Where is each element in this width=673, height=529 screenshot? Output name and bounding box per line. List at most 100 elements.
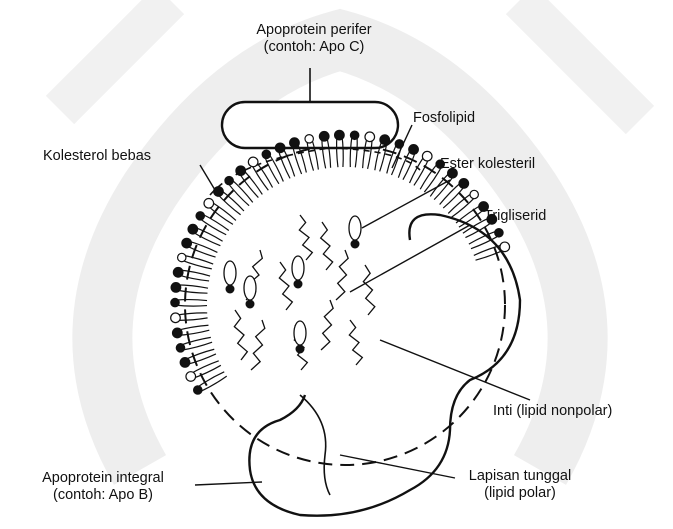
phospholipid-head: [225, 176, 233, 184]
phospholipid-molecule: [171, 298, 207, 306]
phospholipid-head: [495, 229, 503, 237]
phospholipid-head: [248, 157, 258, 167]
phospholipid-head: [196, 212, 204, 220]
phospholipid-molecule: [176, 337, 212, 352]
label-trigliserid: Trigliserid: [484, 208, 546, 225]
apoprotein-integral-inner: [300, 395, 330, 495]
phospholipid-head: [422, 151, 432, 161]
phospholipid-head: [319, 131, 329, 141]
label-apoprotein-perifer-line1: Apoprotein perifer: [214, 22, 414, 39]
sterol-ring: [244, 276, 256, 300]
core-lipid-chain: [321, 222, 333, 270]
phospholipid-head: [194, 386, 202, 394]
phospholipid-tail: [186, 245, 216, 257]
core-lipid-chain: [321, 300, 333, 350]
phospholipid-tail: [175, 305, 207, 306]
phospholipid-head: [186, 372, 196, 382]
phospholipid-molecule: [448, 190, 478, 217]
phospholipid-head: [173, 328, 183, 338]
core-lipid-chain: [299, 215, 312, 260]
sterol-ring: [349, 216, 361, 240]
label-apoprotein-integral-line2: (contoh: Apo B): [8, 487, 198, 504]
phospholipid-molecule: [194, 372, 227, 394]
core-lipid-chain: [234, 310, 247, 360]
phospholipid-tail: [194, 227, 223, 241]
phospholipid-molecule: [204, 198, 236, 224]
phospholipid-tail: [175, 313, 207, 315]
phospholipid-head: [305, 135, 313, 143]
phospholipid-head: [214, 187, 224, 197]
phospholipid-head: [171, 313, 181, 323]
label-apoprotein-perifer: Apoprotein perifer (contoh: Apo C): [214, 22, 414, 56]
label-kolesterol-bebas: Kolesterol bebas: [43, 148, 151, 165]
phospholipid-tail: [403, 150, 416, 179]
phospholipid-head: [204, 198, 214, 208]
phospholipid-head: [470, 190, 478, 198]
core-lipid-chain: [363, 265, 375, 315]
phospholipid-molecule: [225, 176, 253, 205]
core-lipid-chain: [251, 320, 265, 370]
sterol-ring: [224, 261, 236, 285]
leader-kolesterol: [200, 165, 215, 190]
phospholipid-head: [459, 179, 469, 189]
leader-apoprotein-integral: [195, 482, 262, 485]
phospholipid-molecule: [173, 268, 210, 281]
core-lipid-chain: [349, 320, 362, 365]
phospholipid-molecule: [171, 313, 208, 323]
phospholipid-head: [236, 166, 246, 176]
phospholipid-head: [176, 344, 184, 352]
ester-head: [246, 300, 255, 309]
phospholipid-head: [335, 130, 345, 140]
phospholipid-molecule: [214, 187, 244, 215]
core-lipid-chain: [279, 262, 292, 310]
phospholipid-tail: [192, 365, 221, 378]
phospholipid-head: [171, 298, 179, 306]
core-lipids: [224, 215, 375, 370]
ester-head: [351, 240, 360, 249]
phospholipid-tail: [176, 290, 208, 293]
phospholipid-tail: [184, 349, 214, 360]
phospholipid-head: [173, 268, 183, 278]
phospholipid-head: [182, 238, 192, 248]
phospholipid-head: [171, 283, 181, 293]
phospholipid-head: [275, 143, 285, 153]
phospholipid-molecule: [248, 157, 272, 190]
phospholipid-head: [178, 253, 186, 261]
label-fosfolipid: Fosfolipid: [413, 110, 475, 127]
phospholipid-molecule: [173, 325, 210, 338]
core-lipid-chain: [336, 250, 348, 300]
phospholipid-molecule: [182, 238, 218, 257]
label-apoprotein-integral-line1: Apoprotein integral: [8, 470, 198, 487]
sterol-ring: [294, 321, 306, 345]
phospholipid-head: [380, 135, 390, 145]
phospholipid-head: [180, 358, 190, 368]
sterol-ring: [292, 256, 304, 280]
phospholipid-molecule: [171, 283, 208, 294]
label-lapisan-line2: (lipid polar): [455, 485, 585, 502]
label-inti: Inti (lipid nonpolar): [493, 403, 612, 420]
phospholipid-tail: [476, 249, 506, 260]
ester-head: [294, 280, 303, 289]
label-lapisan-line1: Lapisan tunggal: [455, 468, 585, 485]
phospholipid-head: [350, 131, 358, 139]
phospholipid-tail: [282, 147, 294, 177]
phospholipid-tail: [178, 275, 209, 281]
phospholipid-head: [500, 242, 510, 252]
phospholipid-tail: [387, 143, 397, 173]
leader-ester: [362, 180, 450, 228]
label-apoprotein-perifer-line2: (contoh: Apo C): [214, 39, 414, 56]
phospholipid-head: [188, 224, 198, 234]
ester-head: [226, 285, 235, 294]
phospholipid-head: [365, 132, 375, 142]
label-apoprotein-integral: Apoprotein integral (contoh: Apo B): [8, 470, 198, 504]
phospholipid-head: [290, 138, 300, 148]
label-lapisan-tunggal: Lapisan tunggal (lipid polar): [455, 468, 585, 502]
phospholipid-head: [409, 145, 419, 155]
phospholipid-molecule: [178, 253, 214, 269]
phospholipid-tail: [177, 325, 209, 330]
ester-head: [296, 345, 305, 354]
phospholipid-head: [262, 150, 270, 158]
phospholipid-tail: [175, 300, 207, 301]
label-ester-kolesteril: Ester kolesteril: [440, 156, 535, 173]
